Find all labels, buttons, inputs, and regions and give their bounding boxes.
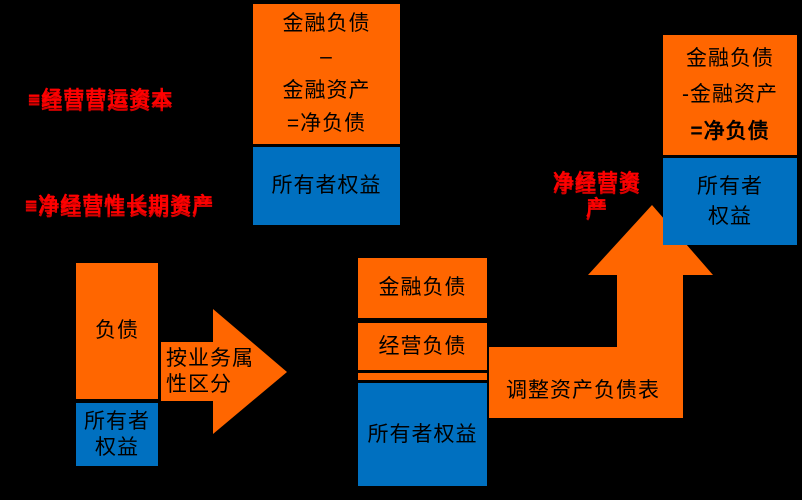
owners-equity-label: 所有者权益 xyxy=(367,422,478,446)
top-right-equity-box: 所有者 权益 xyxy=(663,158,797,245)
adjust-arrow-shape xyxy=(489,205,713,418)
left-equity-box: 所有者 权益 xyxy=(76,403,158,466)
net-operating-assets-annotation: 净经营资 产 xyxy=(546,170,648,222)
owners-equity-line1: 所有者 xyxy=(84,409,150,433)
minus-sign: – xyxy=(320,45,333,69)
net-operating-assets-line1: 净经营资 xyxy=(553,171,641,194)
top-right-net-debt-box: 金融负债 -金融资产 =净负债 xyxy=(663,35,797,155)
operating-liabilities-label: 经营负债 xyxy=(378,334,467,358)
financial-assets-label: 金融资产 xyxy=(282,78,371,102)
financial-liabilities-label: 金融负债 xyxy=(282,12,371,35)
classify-arrow-label: 按业务属 性区分 xyxy=(166,346,266,398)
net-debt-label: =净负债 xyxy=(286,111,367,135)
financial-liabilities-label: 金融负债 xyxy=(686,46,774,70)
top-middle-net-debt-box: 金融负债 – 金融资产 =净负债 xyxy=(253,4,400,144)
liabilities-box: 负债 xyxy=(76,263,158,399)
operating-working-capital-annotation: =经营营运资本 xyxy=(28,88,174,111)
owners-equity-line1: 所有者 xyxy=(697,174,763,198)
adjust-arrow-label: 调整资产负债表 xyxy=(506,379,660,402)
financial-liabilities-label: 金融负债 xyxy=(378,276,467,299)
minus-financial-assets-label: -金融资产 xyxy=(682,83,778,106)
net-operating-long-term-assets-annotation: =净经营性长期资产 xyxy=(25,194,215,217)
classify-label-line2: 性区分 xyxy=(166,373,232,396)
net-debt-label: =净负债 xyxy=(690,119,770,143)
classify-arrow-shape xyxy=(161,309,287,434)
liabilities-label: 负债 xyxy=(95,319,139,342)
middle-equity-box: 所有者权益 xyxy=(358,383,487,486)
classify-label-line1: 按业务属 xyxy=(166,347,254,370)
operating-liabilities-box: 经营负债 xyxy=(358,323,487,370)
top-middle-equity-box: 所有者权益 xyxy=(253,147,400,225)
financial-liabilities-box: 金融负债 xyxy=(358,258,487,318)
net-operating-assets-line2: 产 xyxy=(586,197,608,220)
owners-equity-line2: 权益 xyxy=(95,435,139,459)
owners-equity-line2: 权益 xyxy=(708,204,752,228)
owners-equity-label: 所有者权益 xyxy=(271,174,382,197)
divider-strip xyxy=(358,373,487,380)
